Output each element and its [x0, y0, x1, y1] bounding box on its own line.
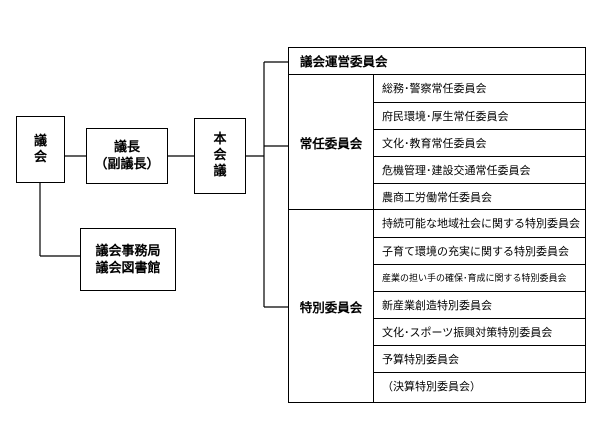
secretariat-label: 議会事務局 [95, 243, 161, 259]
standing-item-2: 府民環境･厚生常任委員会 [374, 102, 586, 128]
label-column-divider [373, 75, 374, 403]
secretariat-box: 議会事務局 議会図書館 [80, 228, 176, 291]
plenary-char-2: 会 [213, 148, 227, 163]
plenary-box: 本 会 議 [194, 118, 246, 194]
special-item-2: 子育て環境の充実に関する特別委員会 [374, 237, 586, 263]
chair-box: 議長 （副議長） [86, 128, 168, 184]
assembly-char-2: 会 [33, 149, 47, 165]
standing-committees-label: 常任委員会 [299, 135, 363, 151]
assembly-box: 議 会 [16, 116, 65, 183]
standing-item-5: 農商工労働常任委員会 [374, 183, 586, 209]
group-divider [288, 209, 586, 210]
special-committees-label: 特別委員会 [299, 299, 363, 315]
plenary-char-3: 議 [213, 164, 227, 179]
special-item-1: 持続可能な地域社会に関する特別委員会 [382, 217, 580, 230]
standing-item-1: 総務･警察常任委員会 [382, 82, 487, 95]
committees-frame [288, 47, 586, 403]
special-item-3: 産業の担い手の確保･育成に関する特別委員会 [374, 264, 586, 290]
assembly-char-1: 議 [33, 133, 47, 149]
standing-item-4: 危機管理･建設交通常任委員会 [374, 156, 586, 182]
vice-chair-title: （副議長） [94, 157, 160, 172]
special-item-5: 文化･スポーツ振興対策特別委員会 [374, 318, 586, 344]
library-label: 議会図書館 [95, 260, 161, 276]
special-item-4: 新産業創造特別委員会 [374, 291, 586, 317]
plenary-char-1: 本 [213, 132, 227, 147]
standing-item-3: 文化･教育常任委員会 [374, 129, 586, 155]
chair-title: 議長 [113, 140, 140, 155]
special-item-7: （決算特別委員会） [374, 372, 586, 398]
special-item-6: 予算特別委員会 [374, 345, 586, 371]
steering-committee: 議会運営委員会 [288, 47, 586, 75]
